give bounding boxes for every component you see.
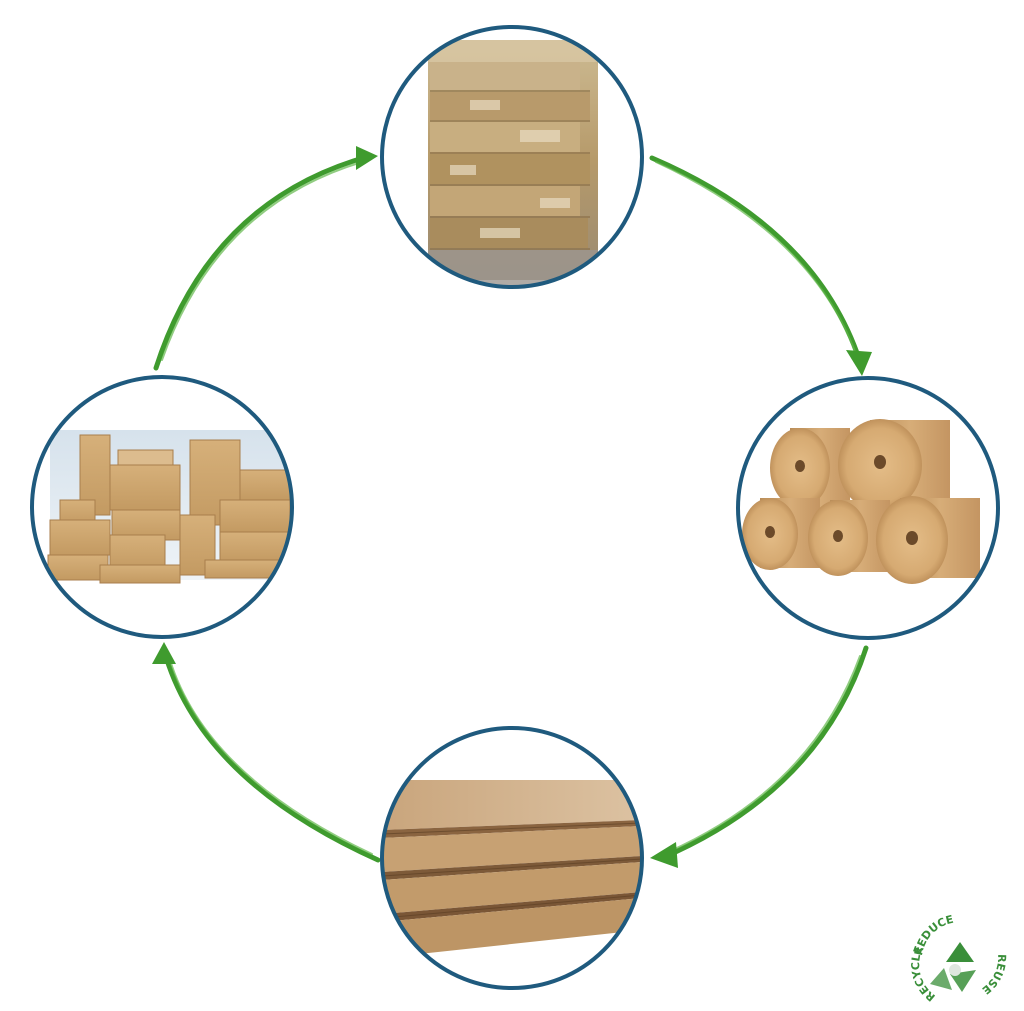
corrugated-board-sheets-photo <box>382 780 642 988</box>
arrowhead-boxes-to-bales <box>356 146 378 170</box>
node-cardboard-boxes <box>30 375 294 639</box>
baled-cardboard-waste-photo <box>428 40 598 287</box>
cardboard-boxes-photo <box>47 434 291 584</box>
cycle-arrows <box>152 146 872 868</box>
node-waste-bales <box>380 25 644 289</box>
arrowhead-sheets-to-boxes <box>152 642 176 664</box>
kraft-paper-rolls-photo <box>742 419 980 584</box>
arrowhead-rolls-to-sheets <box>650 842 678 868</box>
arrow-bales-to-rolls <box>649 155 865 371</box>
recycle-arrows-icon <box>930 942 976 992</box>
badge-word-reuse: REUSE <box>980 954 1009 997</box>
arrow-sheets-to-boxes <box>161 647 381 863</box>
arrowhead-bales-to-rolls <box>846 350 872 376</box>
node-paper-rolls <box>736 376 1000 640</box>
badge-word-right: REUSE <box>980 954 1009 997</box>
recycle-badge: REDUCE REUSE RECYCLE <box>909 913 1008 1004</box>
node-corrugated-sheets <box>380 726 644 990</box>
arrow-boxes-to-bales <box>153 153 373 371</box>
arrow-rolls-to-sheets <box>659 645 869 861</box>
